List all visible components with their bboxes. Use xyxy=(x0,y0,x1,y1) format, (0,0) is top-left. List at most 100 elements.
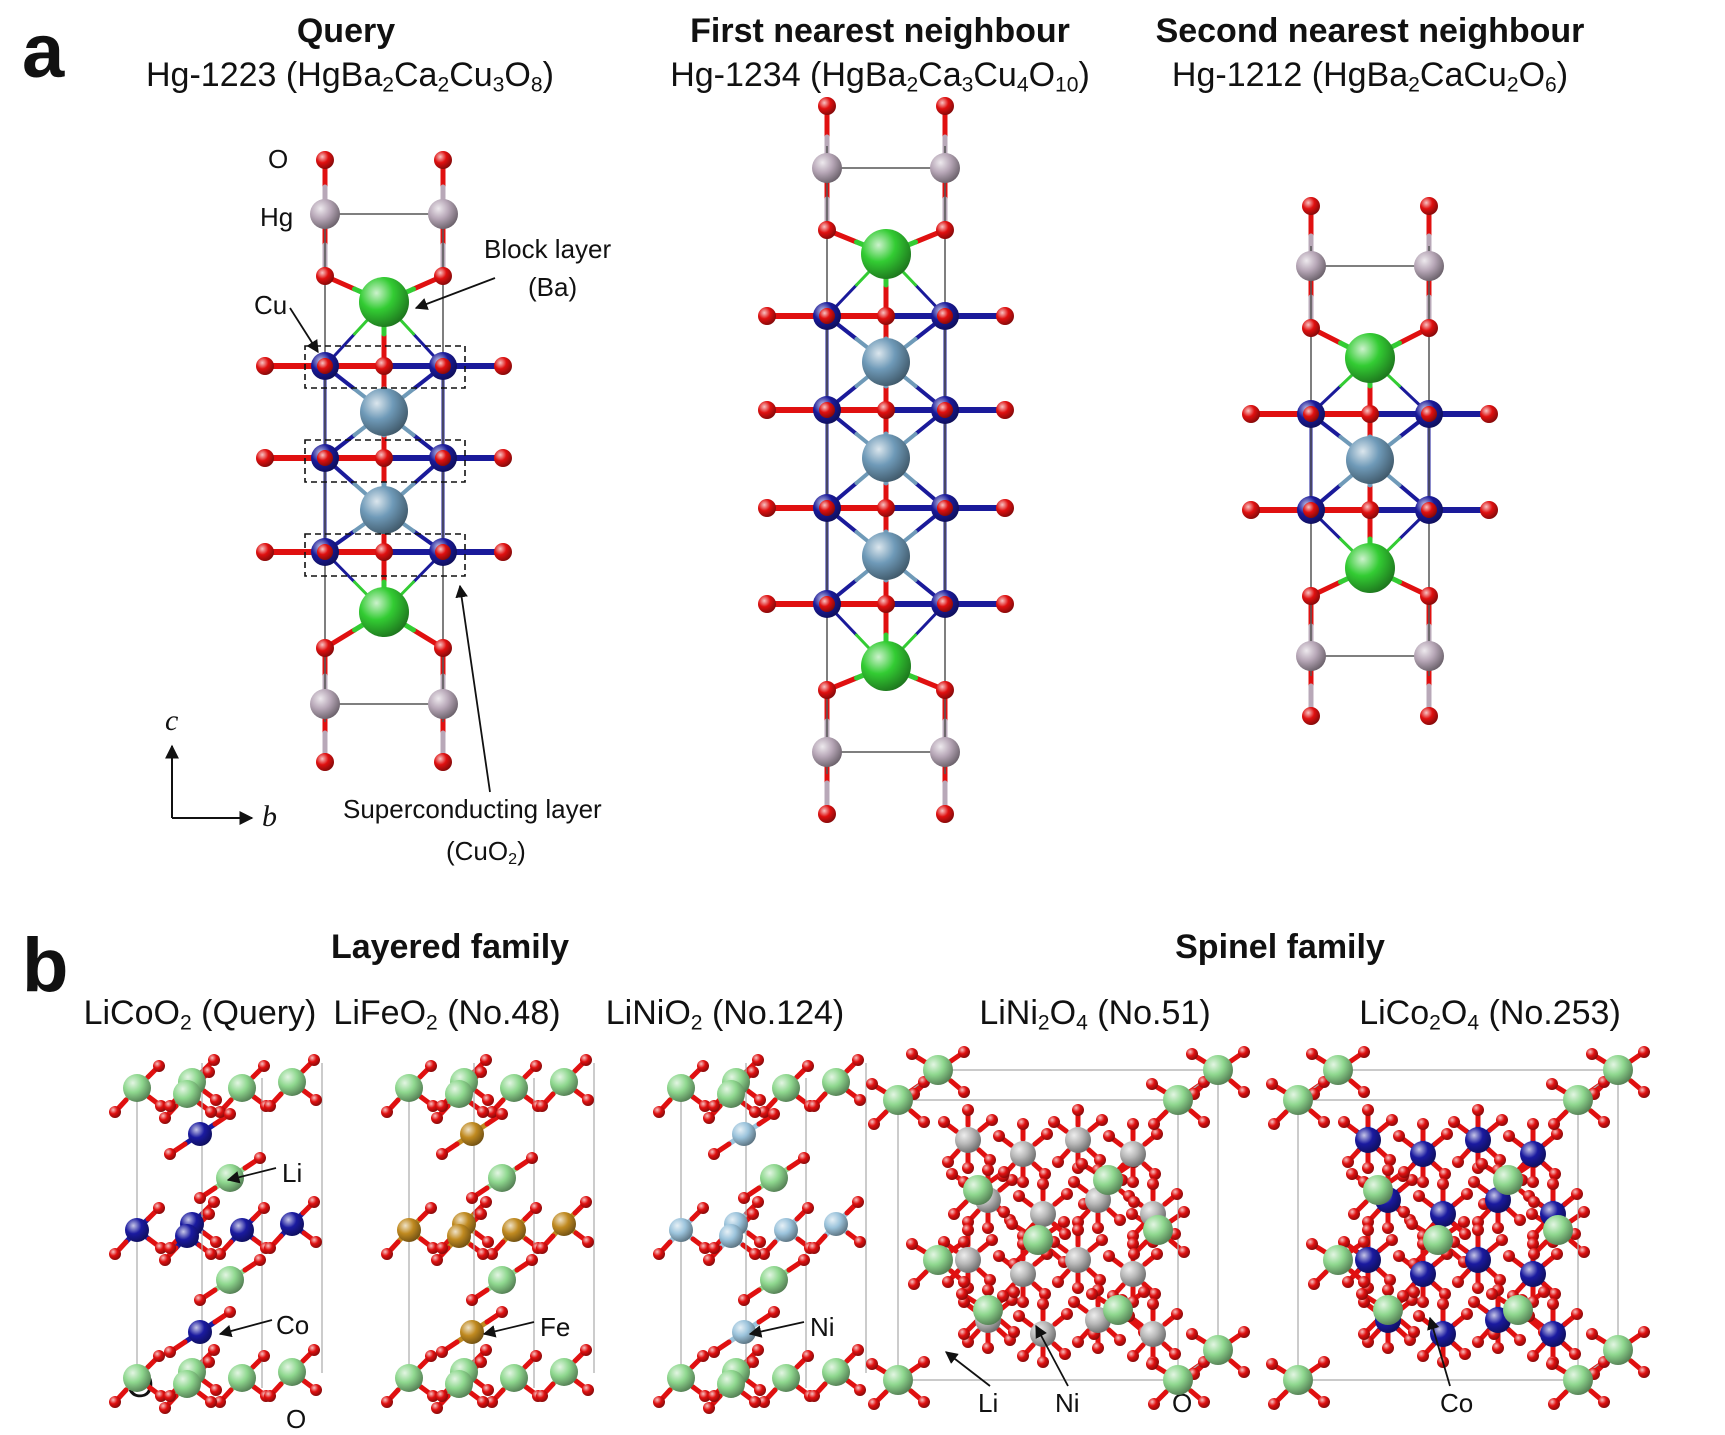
lithium-atom xyxy=(1603,1055,1633,1085)
oxygen-atom xyxy=(1186,1328,1198,1340)
transition-metal-atom xyxy=(230,1218,254,1242)
oxygen-atom xyxy=(1468,1176,1480,1188)
panel-letter-b: b xyxy=(22,923,69,1008)
oxygen-atom xyxy=(1198,1396,1210,1408)
lithium-atom xyxy=(1163,1365,1193,1395)
oxygen-atom xyxy=(1013,1310,1025,1322)
oxygen-atom xyxy=(877,307,895,325)
oxygen-atom xyxy=(768,1306,780,1318)
transition-metal-atom xyxy=(1010,1261,1036,1287)
oxygen-atom xyxy=(1420,319,1438,337)
oxygen-atom xyxy=(852,1344,864,1356)
oxygen-atom xyxy=(203,1208,215,1220)
transition-metal-atom xyxy=(1465,1127,1491,1153)
lithium-atom xyxy=(278,1068,306,1096)
oxygen-atom xyxy=(852,1196,864,1208)
oxygen-atom xyxy=(1547,1178,1559,1190)
oxygen-atom xyxy=(854,1094,866,1106)
transition-metal-atom xyxy=(1065,1127,1091,1153)
oxygen-atom xyxy=(1461,1308,1473,1320)
transition-metal-atom xyxy=(1520,1261,1546,1287)
transition-metal-atom xyxy=(460,1122,484,1146)
barium-atom xyxy=(861,641,911,691)
oxygen-atom xyxy=(224,1306,236,1318)
oxygen-atom xyxy=(752,1054,764,1066)
oxygen-atom xyxy=(224,1108,236,1120)
oxygen-atom xyxy=(381,1248,393,1260)
oxygen-atom xyxy=(431,1112,443,1124)
oxygen-atom xyxy=(982,1284,994,1296)
label-copper: Cu xyxy=(254,290,288,320)
oxygen-atom xyxy=(256,543,274,561)
oxygen-atom xyxy=(918,1116,930,1128)
oxygen-atom xyxy=(1151,1128,1163,1140)
lithium-atom xyxy=(1283,1365,1313,1395)
lithium-atom xyxy=(500,1074,528,1102)
oxygen-atom xyxy=(155,1100,167,1112)
oxygen-atom xyxy=(375,543,393,561)
oxygen-atom xyxy=(808,1242,820,1254)
oxygen-atom xyxy=(1527,1176,1539,1188)
oxygen-atom xyxy=(1114,1214,1126,1226)
oxygen-atom xyxy=(738,1192,750,1204)
oxygen-atom xyxy=(1393,1130,1405,1142)
oxygen-atom xyxy=(1238,1046,1250,1058)
oxygen-atom xyxy=(1461,1188,1473,1200)
lithium-atom xyxy=(1503,1295,1533,1325)
oxygen-atom xyxy=(1037,1178,1049,1190)
oxygen-atom xyxy=(948,1208,960,1220)
lithium-atom xyxy=(667,1364,695,1392)
oxygen-atom xyxy=(699,1242,711,1254)
oxygen-atom xyxy=(496,1306,508,1318)
oxygen-atom xyxy=(208,1196,220,1208)
co-arrow xyxy=(218,1319,273,1338)
oxygen-atom xyxy=(808,1390,820,1402)
lithium-atom xyxy=(1143,1215,1173,1245)
oxygen-atom xyxy=(937,402,953,418)
lithium-atom xyxy=(216,1164,244,1192)
transition-metal-atom xyxy=(125,1218,149,1242)
lithium-atom xyxy=(1563,1365,1593,1395)
oxygen-atom xyxy=(752,1196,764,1208)
calcium-atom xyxy=(1346,436,1394,484)
oxygen-atom xyxy=(1494,1274,1506,1286)
transition-metal-atom xyxy=(175,1224,199,1248)
transition-metal-atom xyxy=(1355,1127,1381,1153)
oxygen-atom xyxy=(254,1152,266,1164)
mercury-atom xyxy=(812,737,842,767)
oxygen-atom xyxy=(1362,1104,1374,1116)
oxygen-atom xyxy=(699,1100,711,1112)
oxygen-atom xyxy=(1514,1334,1526,1346)
transition-metal-atom xyxy=(1120,1261,1146,1287)
oxygen-atom xyxy=(1147,1178,1159,1190)
oxygen-atom xyxy=(435,358,451,374)
oxygen-atom xyxy=(1126,1208,1138,1220)
oxygen-atom xyxy=(699,1390,711,1402)
lithium-atom xyxy=(1323,1055,1353,1085)
oxygen-atom xyxy=(1302,707,1320,725)
oxygen-atom xyxy=(1421,406,1437,422)
oxygen-atom xyxy=(1638,1326,1650,1338)
transition-metal-atom xyxy=(1030,1201,1056,1227)
oxygen-atom xyxy=(214,1248,226,1260)
mercury-atom xyxy=(1296,641,1326,671)
oxygen-atom xyxy=(1013,1190,1025,1202)
lithium-atom xyxy=(760,1164,788,1192)
oxygen-atom xyxy=(1052,1156,1064,1168)
axis-label-b: b xyxy=(262,800,277,833)
oxygen-atom xyxy=(1072,1282,1084,1294)
oxygen-atom xyxy=(1068,1296,1080,1308)
oxygen-atom xyxy=(434,639,452,657)
lithium-atom xyxy=(123,1074,151,1102)
oxygen-atom xyxy=(1472,1104,1484,1116)
oxygen-atom xyxy=(203,1356,215,1368)
oxygen-atom xyxy=(1186,1048,1198,1060)
structure-title-second-neighbour: Second nearest neighbour xyxy=(1155,12,1585,50)
oxygen-atom xyxy=(982,1342,994,1354)
oxygen-atom xyxy=(1417,1350,1429,1362)
oxygen-atom xyxy=(1638,1366,1650,1378)
oxygen-atom xyxy=(653,1106,665,1118)
oxygen-atom xyxy=(1492,1342,1504,1354)
oxygen-atom xyxy=(754,1384,766,1396)
oxygen-atom xyxy=(526,1152,538,1164)
